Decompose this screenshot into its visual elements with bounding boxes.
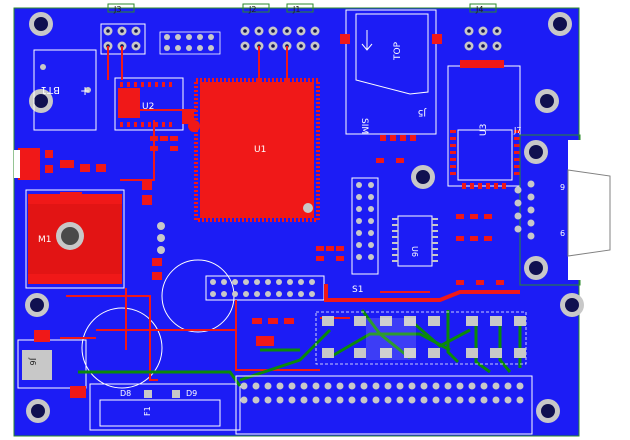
terminal-pad — [504, 396, 512, 404]
terminal-pad — [348, 396, 356, 404]
terminal-pad — [432, 382, 440, 390]
terminal-pad — [288, 396, 296, 404]
terminal-pad — [516, 396, 524, 404]
label-j5: J5 — [418, 107, 427, 117]
connector-j6: J6 — [17, 330, 87, 398]
terminal-pad — [492, 382, 500, 390]
terminal-pad — [468, 396, 476, 404]
label-j1: J1 — [292, 5, 300, 14]
label-j7: J7 — [513, 126, 521, 135]
terminal-pad — [300, 396, 308, 404]
terminal-pad — [456, 396, 464, 404]
label-j2: J2 — [248, 5, 256, 14]
terminal-pad — [480, 382, 488, 390]
chip-u1: U1 — [188, 78, 320, 222]
label-plus: + — [80, 84, 90, 98]
sim-holder-j5: TOP SIM J5 — [340, 9, 442, 141]
label-top: TOP — [393, 41, 403, 61]
terminal-pad — [312, 382, 320, 390]
label-j4: J4 — [475, 5, 483, 14]
mounting-holes — [25, 12, 584, 423]
terminal-pad — [372, 382, 380, 390]
terminal-pad — [408, 382, 416, 390]
terminal-pad — [456, 382, 464, 390]
terminal-pad — [348, 382, 356, 390]
switch-s1: S1 — [324, 284, 520, 302]
terminal-pad — [420, 396, 428, 404]
terminal-pad — [396, 396, 404, 404]
label-bt1: BT1 — [41, 84, 60, 95]
terminal-pad — [384, 382, 392, 390]
header-2x5 — [159, 31, 221, 55]
label-u3: U3 — [479, 124, 489, 136]
label-m1: M1 — [38, 235, 52, 245]
terminal-pad — [372, 396, 380, 404]
terminal-pad — [504, 382, 512, 390]
label-s1: S1 — [352, 285, 363, 295]
label-pin9: 9 — [560, 183, 565, 192]
label-f1: F1 — [143, 406, 152, 416]
label-u2: U2 — [142, 102, 154, 112]
chip-u6: U6 — [392, 215, 438, 267]
connector-j2: J2 — [240, 3, 278, 51]
terminal-pad — [444, 382, 452, 390]
terminal-pad — [324, 382, 332, 390]
chip-u3: U3 — [447, 60, 521, 189]
terminal-pad — [444, 396, 452, 404]
label-u6: U6 — [410, 246, 419, 257]
terminal-pad — [396, 382, 404, 390]
terminal-pad — [336, 382, 344, 390]
label-sim: SIM — [359, 118, 369, 134]
terminal-pad — [336, 396, 344, 404]
terminal-pad — [240, 382, 248, 390]
label-pin6: 6 — [560, 229, 565, 238]
terminal-pad — [468, 382, 476, 390]
terminal-pad — [408, 396, 416, 404]
terminal-pad — [276, 396, 284, 404]
header-vertical — [351, 177, 379, 275]
terminal-pad — [516, 382, 524, 390]
terminal-block — [235, 375, 533, 435]
terminal-pad — [252, 382, 260, 390]
terminal-pad — [384, 396, 392, 404]
terminal-pad — [264, 396, 272, 404]
relay-pads — [315, 311, 527, 365]
motor-m1: M1 — [25, 189, 125, 289]
label-j6: J6 — [28, 357, 37, 365]
terminal-pad — [360, 382, 368, 390]
terminal-pad — [264, 382, 272, 390]
terminal-pad — [276, 382, 284, 390]
terminal-pad — [324, 396, 332, 404]
smd-parts — [150, 136, 504, 346]
connector-j4: J4 — [464, 3, 502, 51]
label-d9: D9 — [186, 389, 197, 398]
pads-column — [142, 180, 165, 280]
terminal-pad — [312, 396, 320, 404]
battery-bt1: BT1 + — [33, 49, 97, 131]
green-traces — [78, 309, 522, 387]
fuse-diodes: D8 D9 F1 — [89, 383, 241, 431]
label-d8: D8 — [120, 389, 131, 398]
terminal-pad — [300, 382, 308, 390]
label-u1: U1 — [254, 145, 266, 155]
label-j3: J3 — [113, 5, 121, 14]
terminal-pad — [240, 396, 248, 404]
terminal-pad — [480, 396, 488, 404]
db9-connector-j7: J7 9 6 — [513, 126, 614, 286]
terminal-pad — [360, 396, 368, 404]
terminal-pad — [288, 382, 296, 390]
chip-u2: U2 — [114, 77, 194, 131]
header-2x10 — [205, 275, 325, 301]
terminal-pad — [420, 382, 428, 390]
left-components — [14, 148, 106, 180]
terminal-pad — [492, 396, 500, 404]
terminal-pad — [432, 396, 440, 404]
terminal-pad — [252, 396, 260, 404]
